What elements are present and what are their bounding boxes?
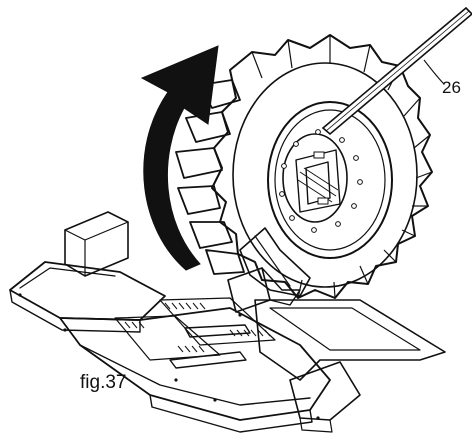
rim-clamp: [295, 149, 341, 213]
tire-support-arm: [239, 227, 311, 297]
lever-bar: [321, 6, 472, 136]
tractor-tire: [211, 34, 433, 299]
control-box: [64, 211, 129, 277]
rotation-arrow: [140, 45, 219, 271]
figure-caption: fig.37: [80, 372, 127, 393]
callout-label: 26: [442, 78, 461, 97]
wheel-rim: [267, 101, 393, 259]
tire-changer-base: [9, 211, 446, 433]
tire-side-lugs: [175, 79, 245, 275]
